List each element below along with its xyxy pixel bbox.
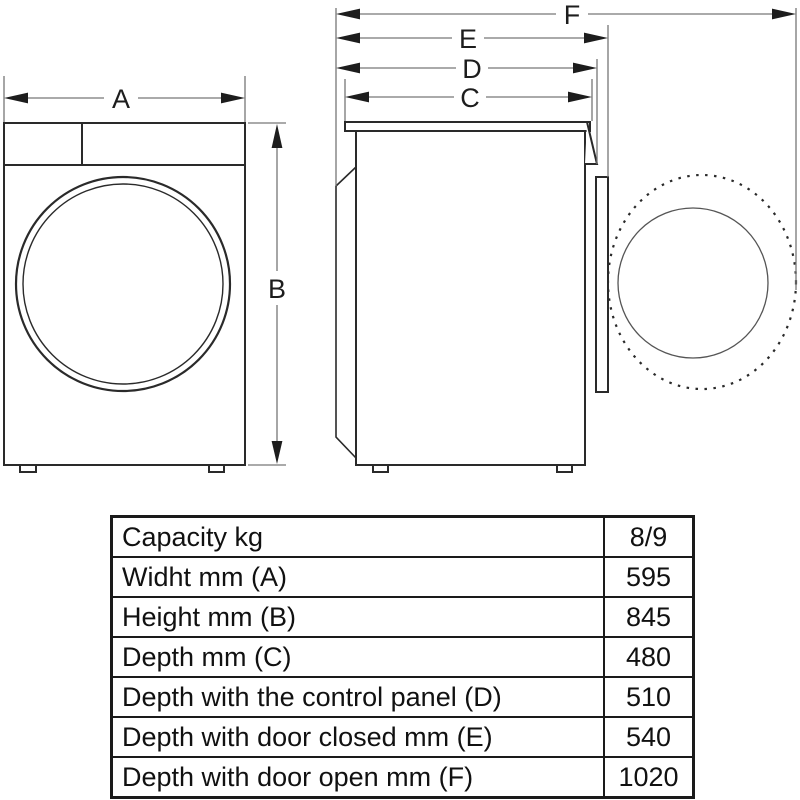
spec-row-depth-door-closed: Depth with door closed mm (E) 540 xyxy=(110,716,695,758)
front-view xyxy=(3,122,246,473)
spec-value: 540 xyxy=(603,716,695,758)
side-body-outline xyxy=(355,130,586,466)
spec-row-capacity: Capacity kg 8/9 xyxy=(110,515,695,558)
arrowhead-a-left xyxy=(4,92,28,104)
side-view-arrowheads xyxy=(336,8,796,103)
spec-row-depth: Depth mm (C) 480 xyxy=(110,636,695,678)
arrowhead-c-right xyxy=(568,91,592,103)
spec-row-depth-door-open: Depth with door open mm (F) 1020 xyxy=(110,756,695,799)
spec-value: 595 xyxy=(603,556,695,598)
side-rear-panel xyxy=(335,166,357,459)
side-left-foot xyxy=(372,464,389,473)
arrowhead-f-left xyxy=(336,8,360,20)
front-right-foot xyxy=(208,464,225,473)
spec-value: 1020 xyxy=(603,756,695,799)
spec-row-depth-panel: Depth with the control panel (D) 510 xyxy=(110,676,695,718)
dim-label-depth-c: C xyxy=(460,83,480,113)
side-view-dimensions xyxy=(335,8,797,290)
spec-label: Depth with the control panel (D) xyxy=(110,676,605,718)
dim-label-height-b: B xyxy=(268,274,286,304)
spec-label: Depth mm (C) xyxy=(110,636,605,678)
open-door-circle xyxy=(617,207,769,359)
spec-label: Depth with door open mm (F) xyxy=(110,756,605,799)
spec-table: Capacity kg 8/9 Widht mm (A) 595 Height … xyxy=(110,515,695,799)
side-view xyxy=(335,121,609,473)
front-door-outer-ring xyxy=(14,175,232,393)
front-left-foot xyxy=(19,464,37,473)
front-door-inner-ring xyxy=(22,183,224,385)
spec-value: 480 xyxy=(603,636,695,678)
side-top-plate xyxy=(344,121,591,132)
arrowhead-f-right xyxy=(772,8,796,20)
spec-value: 8/9 xyxy=(603,515,695,558)
dim-label-door-open-f: F xyxy=(564,0,581,30)
arrowhead-e-left xyxy=(336,32,360,44)
spec-value: 510 xyxy=(603,676,695,718)
spec-label: Depth with door closed mm (E) xyxy=(110,716,605,758)
arrowhead-c-left xyxy=(345,91,369,103)
spec-label: Widht mm (A) xyxy=(110,556,605,598)
arrowhead-b-down xyxy=(271,441,283,464)
spec-label: Height mm (B) xyxy=(110,596,605,638)
dimension-diagram: A B xyxy=(3,0,798,473)
spec-row-height: Height mm (B) 845 xyxy=(110,596,695,638)
dim-label-width-a: A xyxy=(112,84,130,114)
arrowhead-b-up xyxy=(271,124,283,148)
side-right-foot xyxy=(556,464,573,473)
front-body-outline xyxy=(3,122,246,466)
dim-label-panel-depth-d: D xyxy=(462,54,482,84)
arrowhead-d-left xyxy=(336,62,360,74)
dim-label-door-closed-e: E xyxy=(459,24,477,54)
side-door-slab xyxy=(595,176,609,393)
front-view-arrowheads xyxy=(4,92,283,464)
front-view-dimensions xyxy=(3,76,286,466)
spec-row-width: Widht mm (A) 595 xyxy=(110,556,695,598)
side-view-door-open-arc xyxy=(606,173,798,391)
spec-value: 845 xyxy=(603,596,695,638)
arrowhead-d-right xyxy=(573,62,597,74)
arrowhead-e-right xyxy=(584,32,608,44)
spec-label: Capacity kg xyxy=(110,515,605,558)
arrowhead-a-right xyxy=(221,92,245,104)
